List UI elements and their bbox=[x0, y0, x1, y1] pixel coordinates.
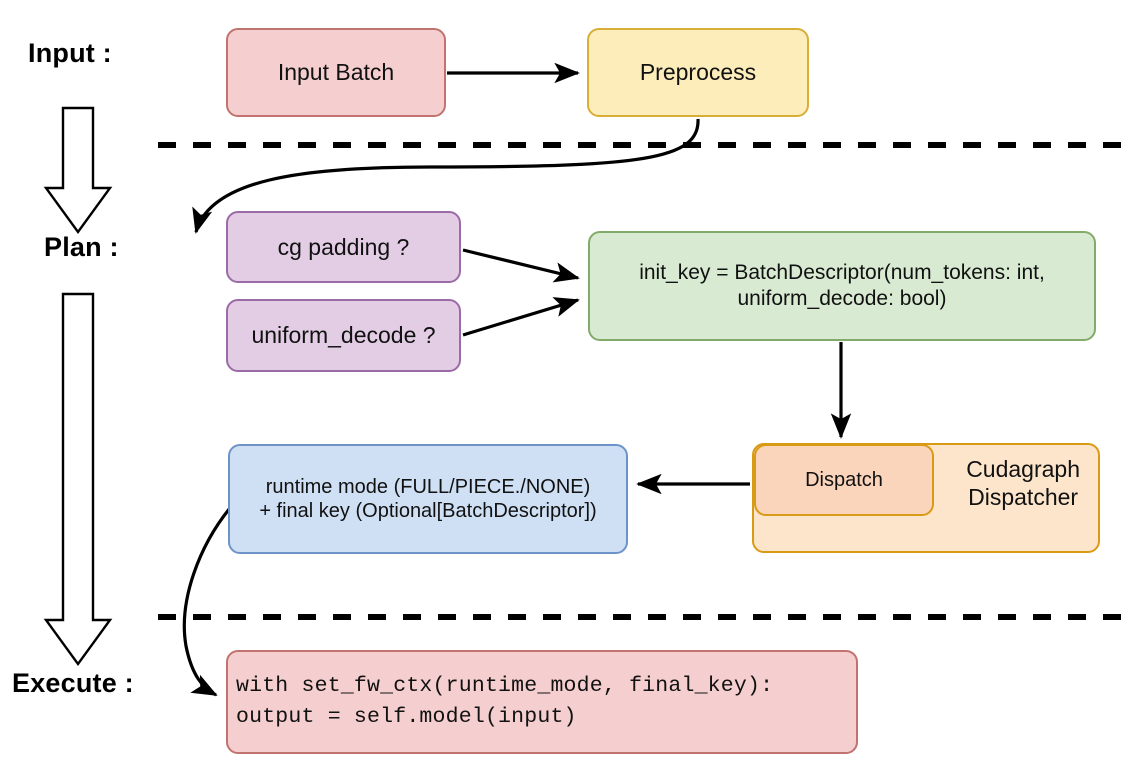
node-runtime-mode-and-final-key[interactable]: runtime mode (FULL/PIECE./NONE) + final … bbox=[228, 444, 628, 554]
stage-flow-arrow-input-to-plan bbox=[43, 106, 113, 235]
stage-label-plan: Plan : bbox=[44, 232, 119, 262]
node-uniform-decode[interactable]: uniform_decode ? bbox=[226, 299, 461, 372]
edge-cg-padding-to-init-key bbox=[462, 248, 580, 283]
node-execute-code-block[interactable]: with set_fw_ctx(runtime_mode, final_key)… bbox=[226, 650, 858, 754]
node-cg-padding[interactable]: cg padding ? bbox=[226, 211, 461, 283]
edge-runtime-mode-to-code-block bbox=[182, 506, 232, 697]
node-init-key-batch-descriptor[interactable]: init_key = BatchDescriptor(num_tokens: i… bbox=[588, 231, 1096, 341]
node-dispatch[interactable]: Dispatch bbox=[754, 444, 934, 516]
stage-label-input: Input : bbox=[28, 38, 112, 68]
edge-uniform-decode-to-init-key bbox=[462, 297, 580, 337]
node-preprocess[interactable]: Preprocess bbox=[587, 28, 809, 117]
stage-flow-arrow-plan-to-execute bbox=[43, 292, 113, 667]
node-input-batch[interactable]: Input Batch bbox=[226, 28, 446, 117]
stage-label-execute: Execute : bbox=[12, 668, 134, 698]
